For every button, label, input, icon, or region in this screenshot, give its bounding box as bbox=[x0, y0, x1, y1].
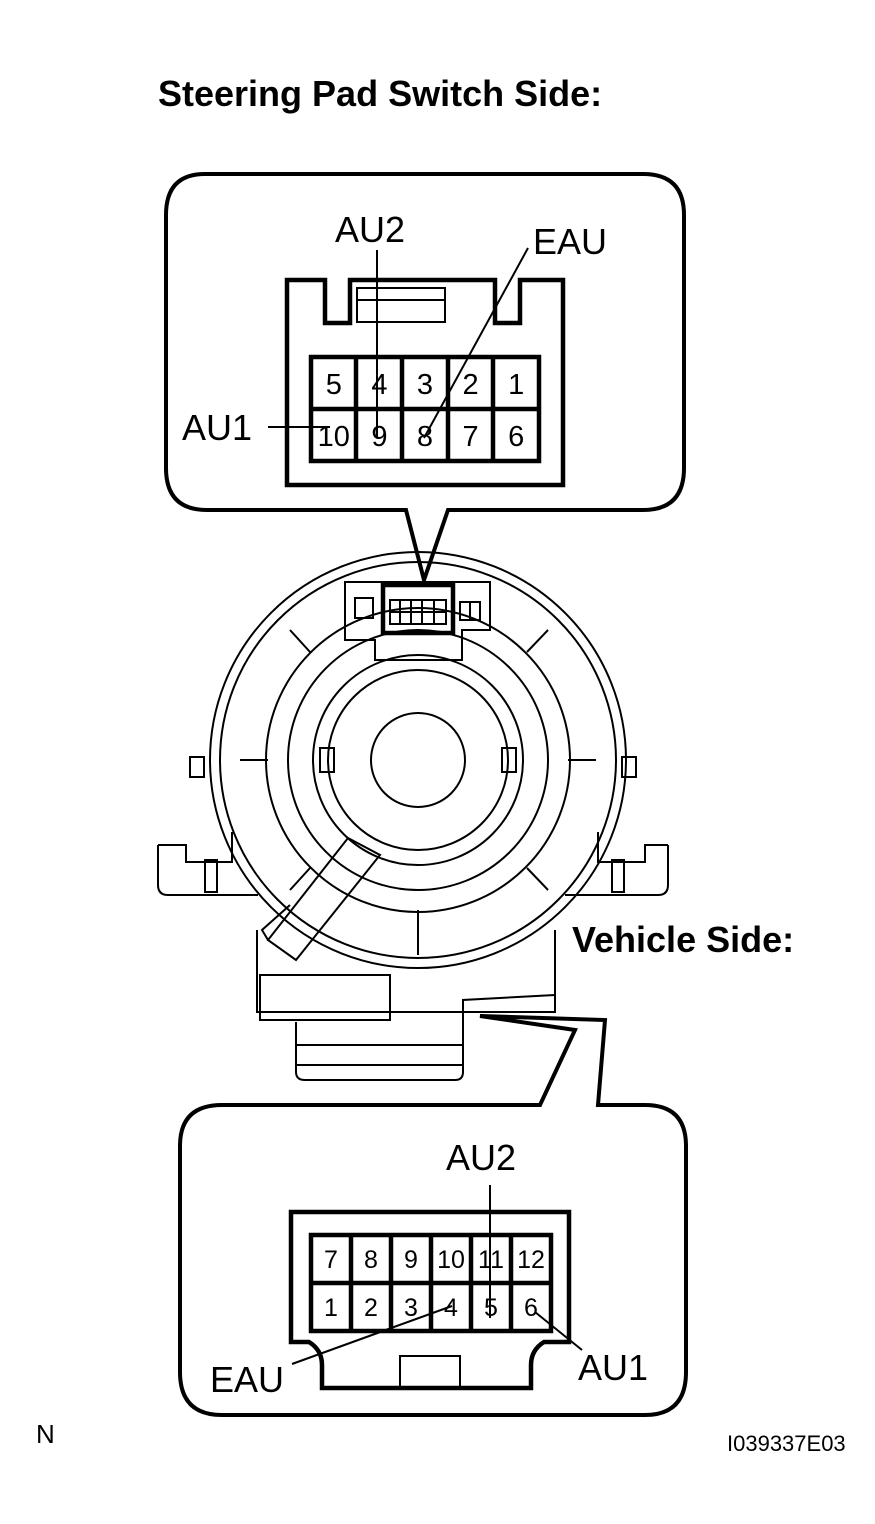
figure-id: I039337E03 bbox=[727, 1431, 846, 1456]
steering-label-au1: AU1 bbox=[182, 407, 252, 448]
steering-pin-6: 6 bbox=[508, 421, 524, 453]
vehicle-pin-grid bbox=[308, 1232, 554, 1334]
eau-leader-top bbox=[423, 247, 529, 439]
steering-connector-housing bbox=[284, 277, 566, 488]
steering-callout-bubble bbox=[164, 172, 686, 587]
vehicle-pin-4: 4 bbox=[444, 1294, 458, 1322]
vehicle-pin-8: 8 bbox=[364, 1246, 378, 1274]
vehicle-pin-2: 2 bbox=[364, 1294, 378, 1322]
steering-pin-3: 3 bbox=[417, 369, 433, 401]
steering-pin-2: 2 bbox=[463, 369, 479, 401]
steering-pin-5: 5 bbox=[326, 369, 342, 401]
vehicle-connector-latch bbox=[399, 1355, 461, 1389]
au1-leader-bottom bbox=[534, 1311, 583, 1351]
steering-side-heading: Steering Pad Switch Side: bbox=[158, 73, 602, 114]
steering-connector-latch-lower bbox=[356, 299, 446, 323]
steering-pin-7: 7 bbox=[463, 421, 479, 453]
steering-label-au2: AU2 bbox=[335, 209, 405, 250]
steering-pin-9: 9 bbox=[371, 421, 387, 453]
vehicle-pin-6: 6 bbox=[524, 1294, 538, 1322]
vehicle-pin-3: 3 bbox=[404, 1294, 418, 1322]
vehicle-pin-1: 1 bbox=[324, 1294, 338, 1322]
vehicle-pin-12: 12 bbox=[517, 1246, 545, 1274]
vehicle-connector-housing bbox=[288, 1209, 572, 1391]
steering-pin-4: 4 bbox=[371, 369, 387, 401]
vehicle-pin-10: 10 bbox=[437, 1246, 465, 1274]
eau-leader-bottom bbox=[291, 1305, 453, 1365]
vehicle-pin-7: 7 bbox=[324, 1246, 338, 1274]
vehicle-label-au2: AU2 bbox=[446, 1137, 516, 1178]
vehicle-callout-bubble bbox=[178, 1014, 688, 1417]
steering-pin-10: 10 bbox=[318, 421, 350, 453]
vehicle-label-eau: EAU bbox=[210, 1359, 284, 1400]
vehicle-side-heading: Vehicle Side: bbox=[572, 919, 794, 960]
spiral-cable-body bbox=[157, 551, 669, 1081]
steering-label-eau: EAU bbox=[533, 221, 607, 262]
steering-pin-grid bbox=[308, 354, 542, 464]
vehicle-label-au1: AU1 bbox=[578, 1347, 648, 1388]
footer-left-code: N bbox=[36, 1419, 55, 1449]
spiral-cable-top-connector bbox=[344, 581, 491, 661]
steering-pin-1: 1 bbox=[508, 369, 524, 401]
vehicle-pin-9: 9 bbox=[404, 1246, 418, 1274]
